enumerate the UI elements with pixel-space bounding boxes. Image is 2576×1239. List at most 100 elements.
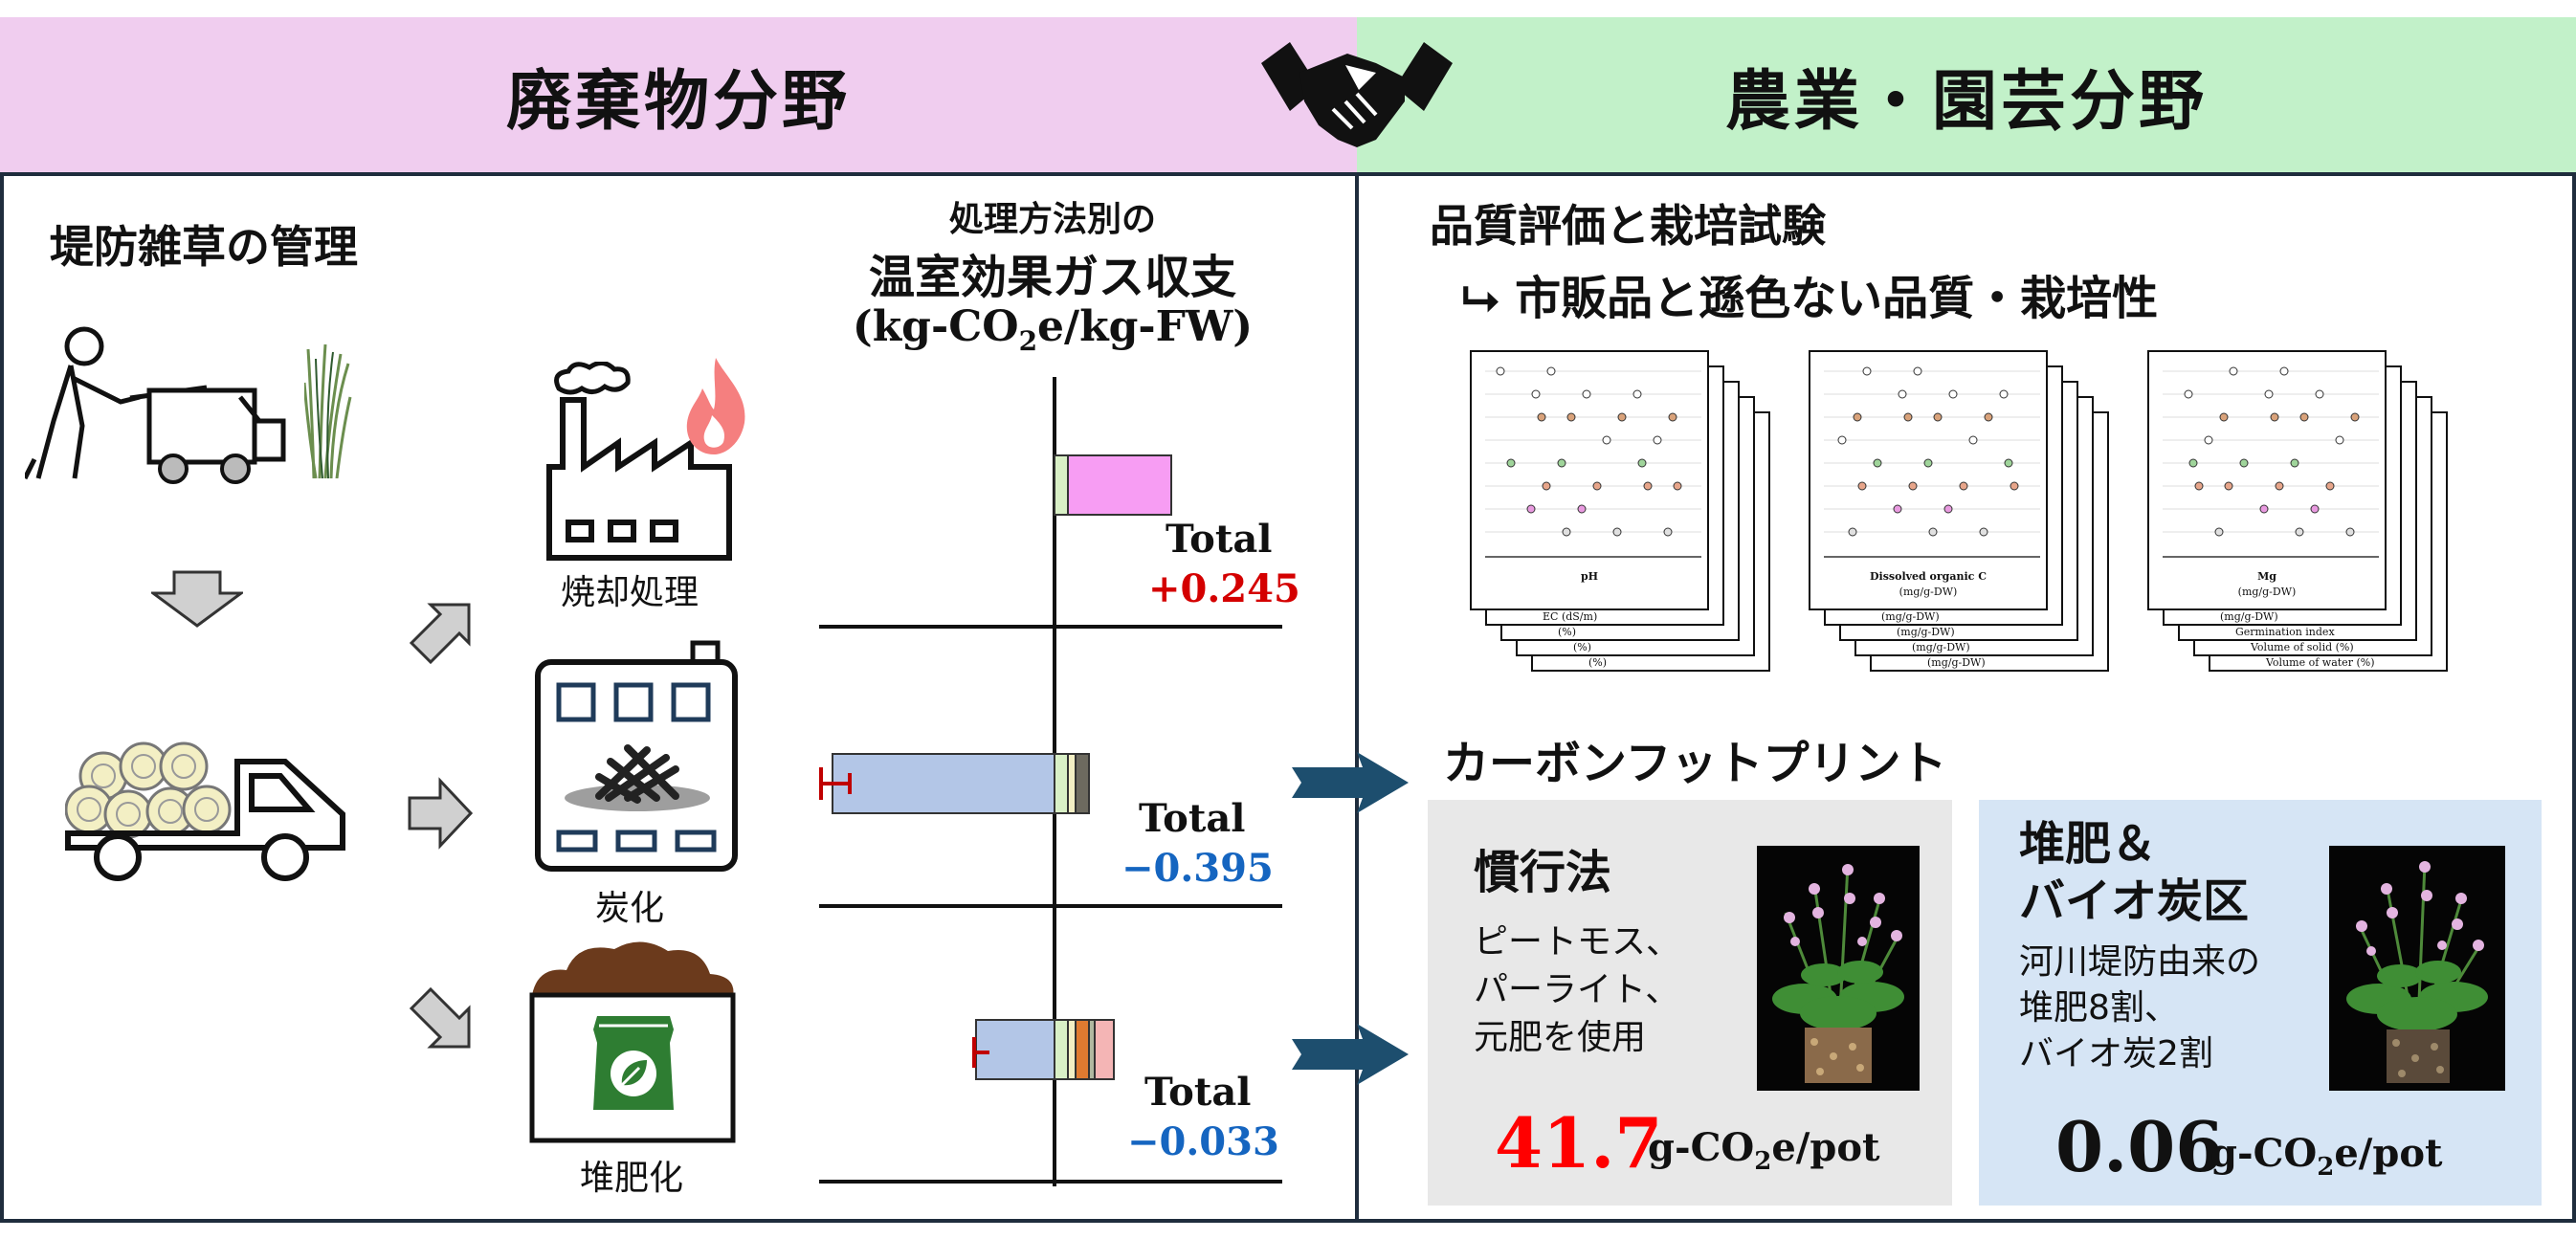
- mini-chart-point: [1968, 435, 1978, 445]
- mini-chart-point: [1602, 435, 1611, 445]
- mini-chart-back-label: (mg/g-DW): [2220, 610, 2278, 623]
- mini-chart-plot: [1824, 366, 2040, 558]
- truck-icon: [65, 741, 345, 881]
- method-label-carbonization: 炭化: [595, 889, 665, 928]
- mini-chart-point: [2214, 527, 2224, 537]
- mini-chart-point: [2194, 481, 2204, 491]
- mini-chart-back-label: Volume of solid (%): [2251, 641, 2354, 653]
- compost-desc: 河川堤防由来の 堆肥8割、 バイオ炭2割: [2019, 942, 2261, 1073]
- blue-arrow-right-icon: [1292, 1024, 1409, 1085]
- mini-chart-point: [2350, 412, 2360, 422]
- mini-chart-xlabel: pH: [1580, 570, 1599, 583]
- mini-chart-xlabel: Dissolved organic C: [1870, 570, 1987, 583]
- mini-chart-xlabel-unit: (mg/g-DW): [1899, 586, 1958, 598]
- mini-chart-back-label: (mg/g-DW): [1881, 610, 1940, 623]
- mini-chart-back-label: Germination index: [2235, 626, 2335, 638]
- compost-bag-icon: [529, 941, 736, 1143]
- mini-chart-back-label: (%): [1558, 626, 1577, 638]
- mini-chart-back-label: (mg/g-DW): [1927, 656, 1986, 669]
- return-arrow-icon: ⮡: [1462, 272, 1499, 325]
- bar-composting-b: [1054, 1019, 1069, 1080]
- total-value-composting: −0.033: [1127, 1119, 1279, 1164]
- mini-chart-point: [1848, 527, 1857, 537]
- mini-chart-point: [2270, 412, 2279, 422]
- mini-chart-point: [1837, 435, 1847, 445]
- mini-chart-point: [1943, 504, 1953, 514]
- errorbar-carbonization: [819, 767, 852, 800]
- mini-chart-point: [2315, 389, 2324, 399]
- mini-chart-back-label: EC (dS/m): [1543, 610, 1598, 623]
- mini-chart-point: [1853, 412, 1862, 422]
- mini-chart-back-label: (%): [1573, 641, 1592, 653]
- carbon-footprint-title: カーボンフットプリント: [1443, 737, 1947, 790]
- total-value-incineration: +0.245: [1148, 566, 1300, 611]
- mini-chart-point: [1862, 366, 1872, 376]
- compost-value: 0.06: [2055, 1106, 2224, 1187]
- down-arrow-icon: [151, 570, 243, 628]
- ghg-balance-chart: [819, 377, 1282, 1186]
- mini-chart-point: [2335, 435, 2344, 445]
- mini-chart-point: [1857, 481, 1867, 491]
- section-title-levee-weeds: 堤防雑草の管理: [50, 221, 358, 273]
- mini-chart-xlabel: Mg: [2257, 570, 2276, 583]
- total-word-incineration: Total: [1166, 517, 1273, 562]
- mini-chart-point: [1673, 481, 1682, 491]
- bar-composting-f: [1094, 1019, 1115, 1080]
- mini-chart-point: [1893, 504, 1902, 514]
- bar-carbonization-c: [1067, 753, 1077, 814]
- mini-chart-point: [1612, 527, 1622, 537]
- worker-mower-icon: [25, 326, 286, 484]
- header-left-title: 廃棄物分野: [505, 63, 851, 140]
- blue-arrow-right-icon: [1292, 752, 1409, 813]
- mini-chart-point: [2295, 527, 2304, 537]
- total-value-carbonization: −0.395: [1121, 846, 1274, 891]
- mini-chart-point: [1653, 435, 1662, 445]
- conventional-desc: ピートモス、 パーライト、 元肥を使用: [1474, 922, 1681, 1057]
- mini-chart-xlabel-unit: (mg/g-DW): [2237, 586, 2297, 598]
- bar-carbonization-b: [1054, 753, 1069, 814]
- mini-chart-point: [1908, 481, 1918, 491]
- conventional-title: 慣行法: [1474, 846, 1612, 899]
- right-panel: [1355, 172, 2576, 1223]
- mini-chart-back-label: (mg/g-DW): [1912, 641, 1970, 653]
- mini-chart-point: [2010, 481, 2019, 491]
- fire-icon: [686, 358, 745, 454]
- leaf-icon: [611, 1051, 656, 1096]
- bar-carbonization-d: [1075, 753, 1090, 814]
- mini-chart-point: [2290, 458, 2299, 468]
- mini-chart-point: [1984, 412, 1993, 422]
- plant-photo-conventional: [1757, 846, 1920, 1091]
- mini-chart-point: [2229, 366, 2238, 376]
- mini-chart-point: [2004, 458, 2013, 468]
- mini-chart-point: [1663, 527, 1673, 537]
- bar-incineration-a: [1054, 454, 1069, 516]
- mini-chart-point: [1999, 389, 2009, 399]
- mini-chart-point: [2275, 481, 2284, 491]
- mini-chart-point: [2239, 458, 2249, 468]
- mini-chart-point: [1948, 389, 1958, 399]
- mini-chart-point: [2259, 504, 2269, 514]
- mini-chart-back-label: (%): [1588, 656, 1608, 669]
- method-label-incineration: 焼却処理: [561, 573, 700, 612]
- mini-chart-back-label: Volume of water (%): [2266, 656, 2375, 669]
- mini-chart-point: [1959, 481, 1968, 491]
- mini-chart-point: [1979, 527, 1988, 537]
- chart-unit: (kg-CO2e/kg-FW): [852, 302, 1254, 357]
- mini-chart-point: [1526, 504, 1536, 514]
- chart-title-line1: 処理方法別の: [948, 200, 1156, 239]
- header-right-title: 農業・園芸分野: [1724, 63, 2208, 140]
- mini-chart-point: [1506, 458, 1516, 468]
- mini-chart-point: [1933, 412, 1943, 422]
- bar-composting-d: [1075, 1019, 1090, 1080]
- compost-title: 堆肥＆ バイオ炭区: [2019, 817, 2250, 928]
- compost-unit: g-CO2e/pot: [2210, 1131, 2443, 1182]
- mini-chart-front-page: Dissolved organic C (mg/g-DW): [1809, 350, 2048, 610]
- mini-chart-point: [2204, 435, 2213, 445]
- mini-chart-plot: [1485, 366, 1701, 558]
- mini-chart-point: [1668, 412, 1677, 422]
- mini-chart-back-label: (mg/g-DW): [1897, 626, 1955, 638]
- header-waste-sector: 廃棄物分野: [0, 17, 1357, 172]
- conventional-value: 41.7: [1495, 1102, 1663, 1184]
- carbonizer-icon: [535, 640, 738, 872]
- mini-chart-point: [2188, 458, 2198, 468]
